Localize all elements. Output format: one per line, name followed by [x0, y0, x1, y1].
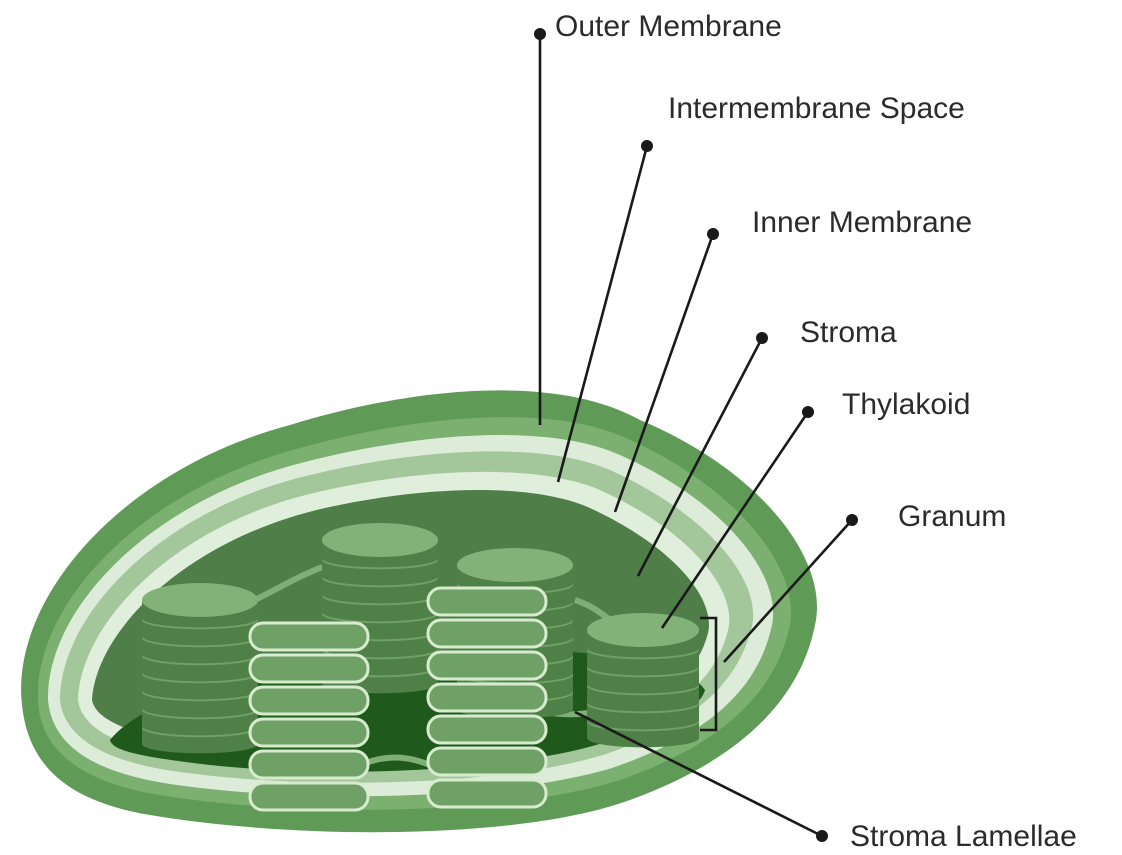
- thylakoid-disc: [250, 783, 368, 810]
- granum-disc-bottom: [142, 699, 258, 718]
- granum-disc-bottom: [587, 729, 699, 748]
- dot-thylakoid: [802, 406, 814, 418]
- label-granum: Granum: [898, 500, 1006, 533]
- granum-disc-bottom: [142, 681, 258, 700]
- label-stroma: Stroma: [800, 316, 897, 349]
- granum-stack: [142, 583, 258, 753]
- label-intermembrane-space: Intermembrane Space: [668, 92, 965, 125]
- label-thylakoid: Thylakoid: [842, 388, 970, 421]
- label-stroma-lamellae: Stroma Lamellae: [850, 820, 1077, 850]
- label-outer-membrane: Outer Membrane: [555, 10, 782, 43]
- thylakoid-disc: [428, 684, 546, 711]
- thylakoid-disc: [250, 687, 368, 714]
- dot-stroma: [756, 332, 768, 344]
- thylakoid-disc: [428, 716, 546, 743]
- granum-top: [322, 523, 438, 557]
- dot-granum: [846, 514, 858, 526]
- thylakoid-disc: [428, 588, 546, 615]
- thylakoid-disc: [428, 780, 546, 807]
- granum-disc-bottom: [587, 657, 699, 676]
- thylakoid-disc: [250, 719, 368, 746]
- granum-disc-bottom: [142, 627, 258, 646]
- thylakoid-disc: [250, 655, 368, 682]
- granum-disc-bottom: [142, 645, 258, 664]
- thylakoid-stack: [428, 588, 546, 807]
- granum-disc-bottom: [142, 735, 258, 754]
- granum-disc-bottom: [322, 585, 438, 604]
- granum-disc-bottom: [587, 675, 699, 694]
- granum-disc-bottom: [322, 567, 438, 586]
- thylakoid-disc: [250, 623, 368, 650]
- granum-top: [142, 583, 258, 617]
- thylakoid-disc: [428, 748, 546, 775]
- dot-intermembrane-space: [641, 140, 653, 152]
- thylakoid-disc: [428, 620, 546, 647]
- granum-disc-bottom: [587, 693, 699, 712]
- granum-disc-bottom: [322, 603, 438, 622]
- label-inner-membrane: Inner Membrane: [752, 206, 972, 239]
- dot-inner-membrane: [707, 228, 719, 240]
- thylakoid-disc: [250, 751, 368, 778]
- dot-stroma-lamellae: [816, 830, 828, 842]
- granum-top: [457, 548, 573, 582]
- thylakoid-disc: [428, 652, 546, 679]
- dot-outer-membrane: [534, 28, 546, 40]
- granum-disc-bottom: [142, 663, 258, 682]
- granum-disc-bottom: [142, 717, 258, 736]
- granum-top: [587, 613, 699, 647]
